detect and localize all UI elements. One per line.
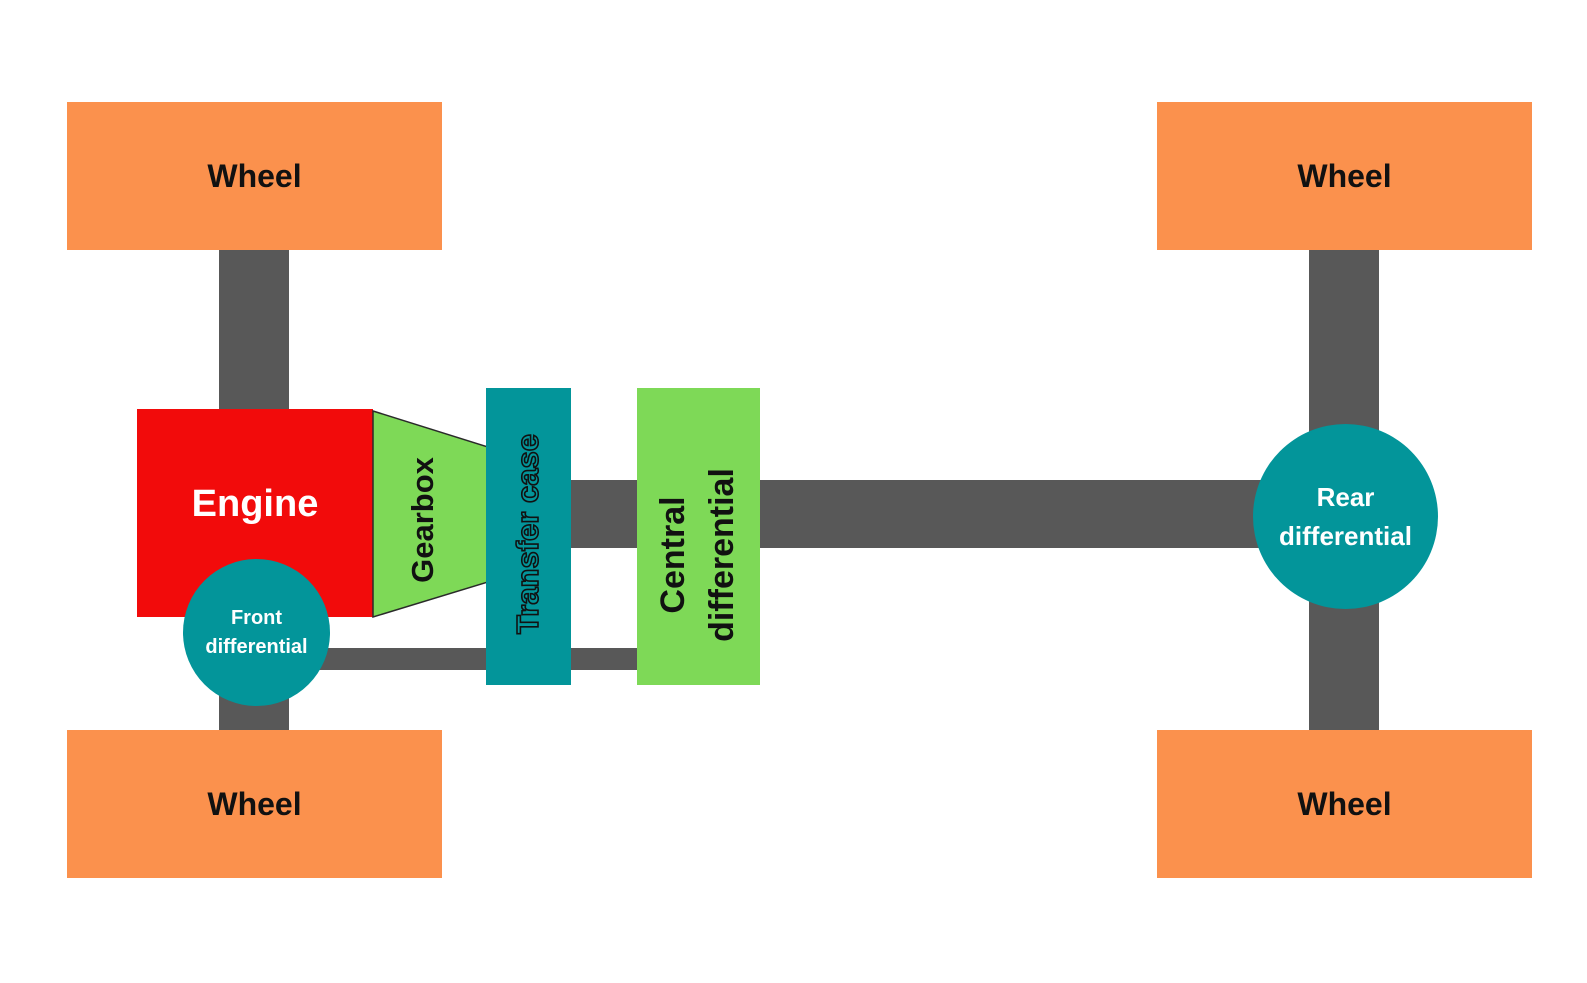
front-differential: Front differential — [183, 559, 330, 706]
transfer-case-label: Transfer case — [509, 433, 546, 635]
rear-differential: Rear differential — [1253, 424, 1438, 609]
wheel-label: Wheel — [207, 785, 302, 822]
wheel-label: Wheel — [207, 157, 302, 194]
front-drive-shaft — [300, 648, 640, 670]
wheel-label: Wheel — [1297, 157, 1392, 194]
central-differential-label: Central differential — [653, 468, 741, 642]
front-axle-upper — [219, 245, 289, 415]
engine-label: Engine — [191, 483, 319, 525]
front-differential-label: Front differential — [205, 606, 308, 658]
central-differential-block — [637, 388, 760, 685]
wheel-rear-top: Wheel — [1157, 102, 1532, 250]
transfer-case-block — [486, 388, 571, 685]
wheel-front-bottom: Wheel — [67, 730, 442, 878]
wheel-front-top: Wheel — [67, 102, 442, 250]
gearbox-label: Gearbox — [405, 457, 440, 583]
wheel-label: Wheel — [1297, 785, 1392, 822]
wheel-rear-bottom: Wheel — [1157, 730, 1532, 878]
rear-differential-label: Rear differential — [1279, 481, 1412, 551]
